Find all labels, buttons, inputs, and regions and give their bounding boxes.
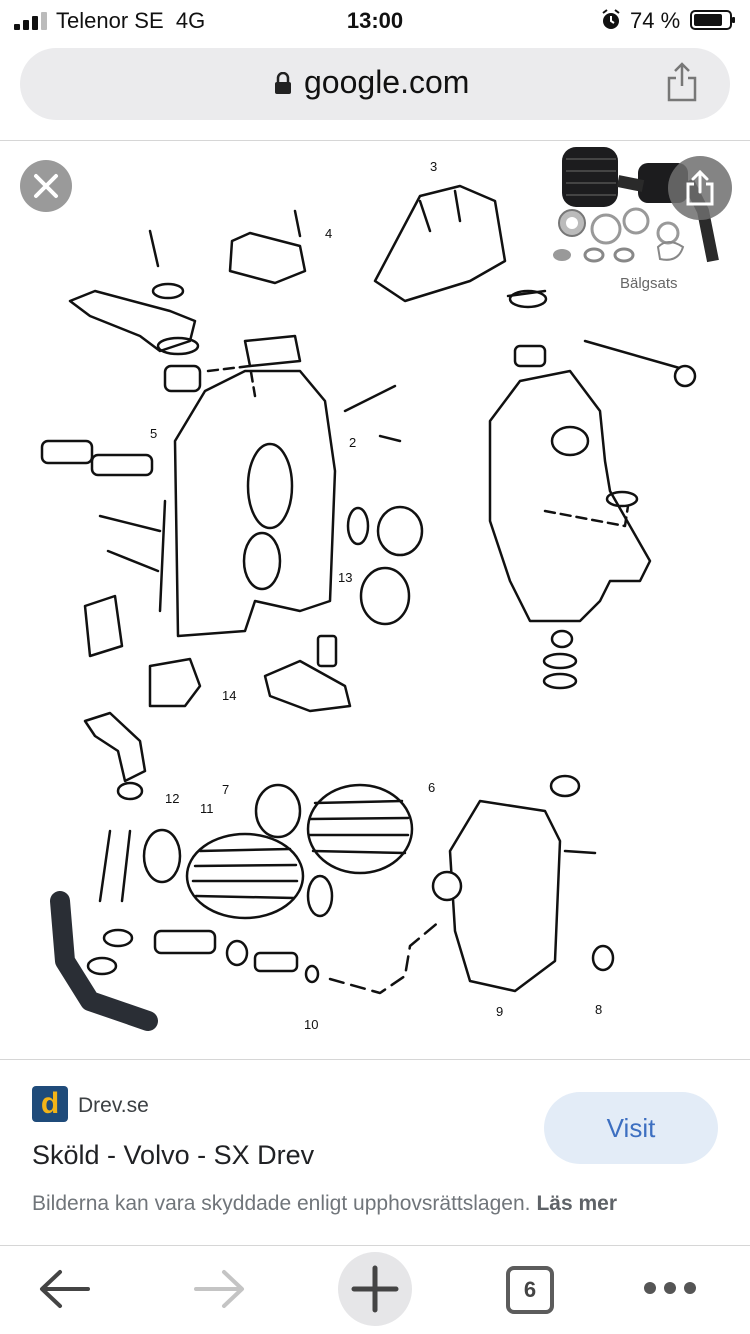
status-bar: Telenor SE 4G 13:00 74 % — [0, 0, 750, 40]
divider — [0, 1245, 750, 1246]
forward-arrow-icon[interactable] — [192, 1264, 248, 1314]
diagram-label: 4 — [325, 226, 332, 241]
diagram-label: 7 — [222, 782, 229, 797]
signal-icon — [14, 12, 47, 30]
share-icon[interactable] — [666, 62, 698, 102]
battery-icon — [690, 10, 735, 30]
alarm-icon — [602, 9, 620, 29]
address-bar[interactable]: google.com — [20, 48, 730, 120]
status-time: 13:00 — [346, 8, 404, 33]
share-image-button[interactable] — [668, 156, 732, 220]
source-card: d Drev.se Sköld - Volvo - SX Drev Visit … — [0, 1060, 750, 1246]
close-button[interactable] — [20, 160, 72, 212]
diagram-label: 14 — [222, 688, 236, 703]
copyright-notice: Bilderna kan vara skyddade enligt upphov… — [32, 1192, 617, 1216]
thumbnail-caption: Bälgsats — [620, 275, 678, 292]
diagram-label: 3 — [430, 159, 437, 174]
bottom-toolbar: 6 — [0, 1246, 750, 1334]
diagram-label: 9 — [496, 1004, 503, 1019]
carrier-label: Telenor SE 4G — [56, 8, 206, 33]
new-tab-button[interactable] — [338, 1252, 412, 1326]
diagram-label: 8 — [595, 1002, 602, 1017]
close-icon — [34, 174, 58, 198]
diagram-label: 11 — [200, 801, 214, 816]
site-name[interactable]: Drev.se — [78, 1094, 149, 1117]
diagram-label: 6 — [428, 780, 435, 795]
page-title[interactable]: Sköld - Volvo - SX Drev — [32, 1140, 315, 1170]
diagram-label: 2 — [349, 435, 356, 450]
divider — [0, 140, 750, 141]
learn-more-link[interactable]: Läs mer — [536, 1192, 618, 1215]
diagram-label: 13 — [338, 570, 352, 585]
diagram-label: 10 — [304, 1017, 318, 1032]
lock-icon — [275, 72, 291, 94]
divider — [0, 1059, 750, 1060]
url-text[interactable]: google.com — [304, 64, 470, 100]
diagram-label: 12 — [165, 791, 179, 806]
diagram-label: 5 — [150, 426, 157, 441]
share-icon — [686, 169, 714, 206]
tabs-button[interactable]: 6 — [506, 1266, 554, 1314]
site-favicon: d — [32, 1086, 68, 1122]
new-tab-icon — [351, 1265, 399, 1313]
tab-count: 6 — [523, 1277, 537, 1302]
more-icon[interactable] — [640, 1276, 700, 1300]
notice-text: Bilderna kan vara skyddade enligt upphov… — [32, 1192, 531, 1215]
battery-percent: 74 % — [630, 8, 681, 33]
visit-label: Visit — [606, 1113, 656, 1143]
visit-button[interactable]: Visit — [544, 1092, 718, 1164]
favicon-letter: d — [40, 1087, 60, 1120]
parts-diagram — [40, 184, 697, 1031]
back-arrow-icon[interactable] — [36, 1264, 92, 1314]
